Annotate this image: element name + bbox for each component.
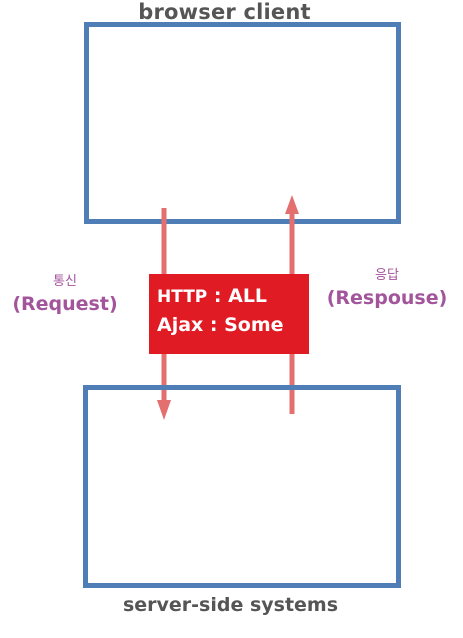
http-key: HTTP (157, 287, 208, 307)
browser-client-box (84, 22, 401, 224)
protocol-note-box: HTTP : ALL Ajax : Some (149, 274, 309, 354)
http-line: HTTP : ALL (157, 282, 301, 311)
ajax-key: Ajax (157, 314, 204, 336)
response-english-label: (Respouse) (326, 287, 448, 309)
request-label: 통신 (Request) (6, 270, 124, 315)
response-arrow-head (285, 195, 299, 214)
http-value: ALL (228, 285, 268, 307)
ajax-line: Ajax : Some (157, 311, 301, 340)
server-side-box (83, 385, 401, 588)
http-separator: : (207, 285, 229, 307)
request-english-label: (Request) (12, 293, 118, 315)
response-korean-label: 응답 (375, 268, 399, 283)
ajax-value: Some (224, 314, 284, 336)
browser-client-title: browser client (138, 0, 311, 24)
server-side-title: server-side systems (122, 594, 339, 616)
request-arrow-head (157, 400, 171, 420)
ajax-separator: : (203, 314, 225, 336)
request-korean-label: 통신 (53, 274, 77, 289)
response-label: 응답 (Respouse) (320, 264, 454, 309)
